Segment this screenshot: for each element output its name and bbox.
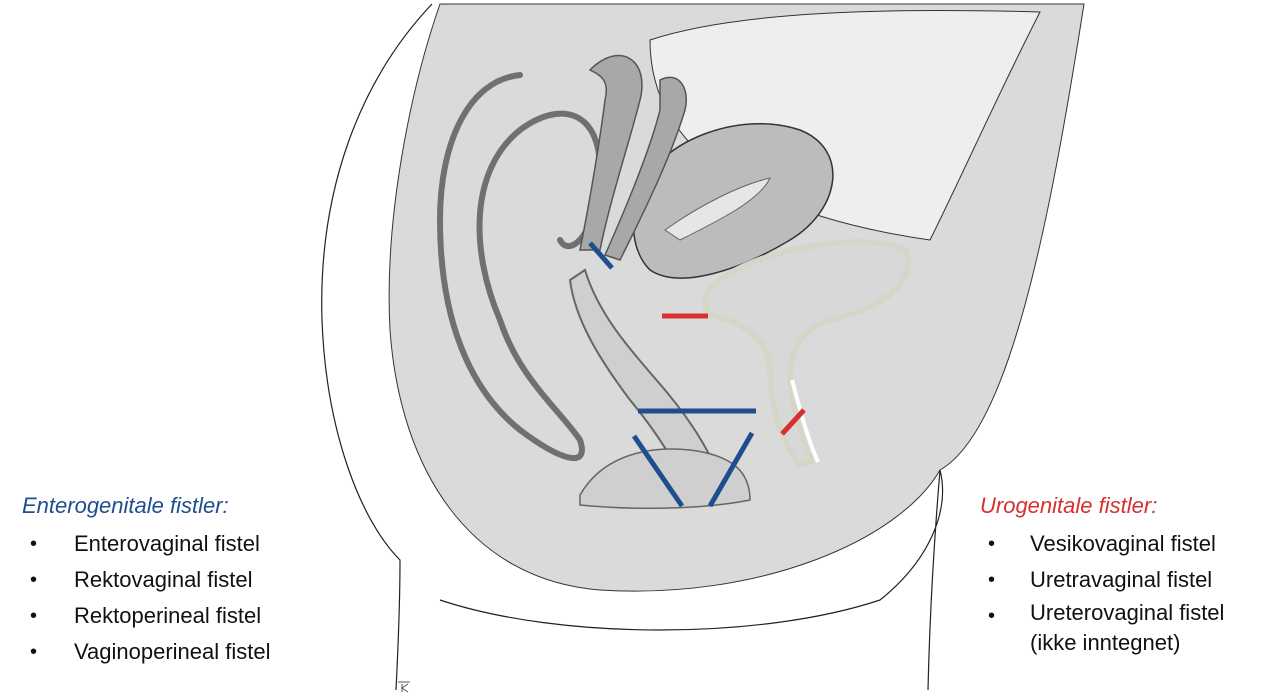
rectovaginal-label: Rektovaginal fistel xyxy=(74,567,253,592)
list-item: • Enterovaginal fistel xyxy=(22,526,271,562)
ligament xyxy=(603,76,687,261)
scale-tick xyxy=(398,681,410,693)
urogenital-heading: Urogenitale fistler: xyxy=(980,493,1158,518)
list-item: • Vaginoperineal fistel xyxy=(22,634,271,670)
vaginoperineal-label: Vaginoperineal fistel xyxy=(74,639,271,664)
rectum xyxy=(436,72,604,461)
list-item: • Uretravaginal fistel xyxy=(980,562,1224,598)
rectoperineal-label: Rektoperineal fistel xyxy=(74,603,262,628)
bullet: • xyxy=(30,569,38,591)
enterogenital-heading: Enterogenitale fistler: xyxy=(22,493,229,518)
bullet: • xyxy=(988,569,996,591)
ureterovaginal-label: Ureterovaginal fistel xyxy=(1030,600,1225,625)
urethra xyxy=(790,379,820,463)
bullet: • xyxy=(988,605,996,627)
enterovaginal-fistula-marker xyxy=(588,241,614,270)
enterovaginal-label: Enterovaginal fistel xyxy=(74,531,260,556)
bladder xyxy=(701,238,912,469)
vesicovaginal-label: Vesikovaginal fistel xyxy=(1030,531,1216,556)
list-item: • Ureterovaginal fistel (ikke inntegnet) xyxy=(980,598,1224,658)
uterine-cavity xyxy=(664,177,771,241)
enterogenital-list: • Enterovaginal fistel • Rektovaginal fi… xyxy=(22,526,271,670)
bullet: • xyxy=(30,533,38,555)
bullet: • xyxy=(30,605,38,627)
thigh-outline xyxy=(439,469,944,691)
urethrovaginal-fistula-marker xyxy=(780,408,806,436)
fallopian-tube xyxy=(579,54,643,251)
enterogenital-legend: Enterogenitale fistler: • Enterovaginal … xyxy=(22,492,271,670)
vaginoperineal-fistula-marker xyxy=(707,431,755,508)
urogenital-legend: Urogenitale fistler: • Vesikovaginal fis… xyxy=(980,492,1224,658)
list-item: • Rektoperineal fistel xyxy=(22,598,271,634)
urethrovaginal-label: Uretravaginal fistel xyxy=(1030,567,1213,592)
list-item: • Vesikovaginal fistel xyxy=(980,526,1224,562)
list-item: • Rektovaginal fistel xyxy=(22,562,271,598)
bullet: • xyxy=(988,533,996,555)
bullet: • xyxy=(30,641,38,663)
not-drawn-note: (ikke inntegnet) xyxy=(1030,630,1181,655)
rectoperineal-fistula-marker xyxy=(631,434,685,508)
body-outline xyxy=(321,3,433,691)
urogenital-list: • Vesikovaginal fistel • Uretravaginal f… xyxy=(980,526,1224,658)
